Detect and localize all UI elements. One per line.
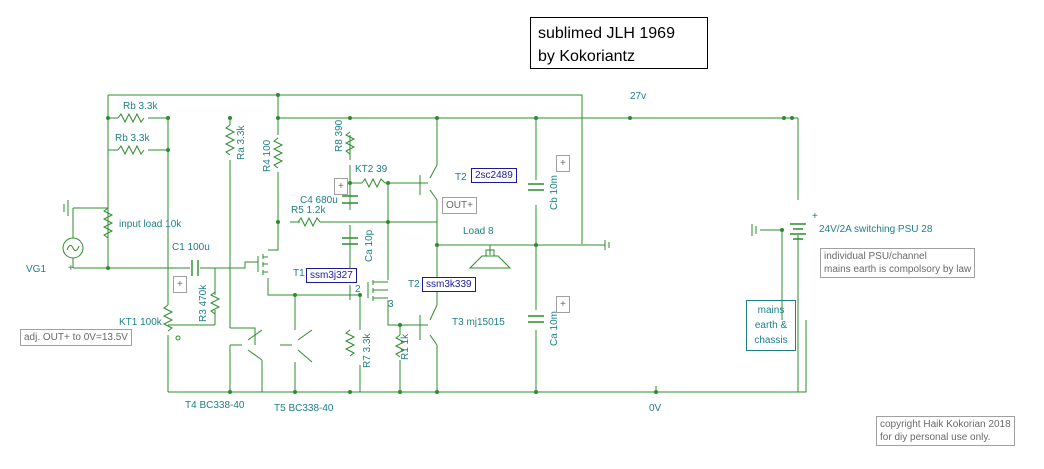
psu-note-line-1: individual PSU/channel — [824, 251, 927, 262]
vg1-plus-marker: + — [68, 263, 74, 274]
r3-label: R3 470k — [198, 284, 209, 322]
out-plus-tag: OUT+ — [442, 197, 477, 214]
cb-capacitor — [528, 183, 544, 191]
capacitors — [191, 183, 544, 323]
rail-27v-label: 27v — [630, 91, 646, 102]
input-load-resistor — [102, 207, 114, 239]
r7-resistor — [344, 329, 356, 357]
copyright-line-2: for diy personal use only. — [880, 432, 991, 443]
r1-label: R1 1k — [400, 333, 411, 360]
t1-mosfet — [257, 254, 268, 275]
mains-line-1: mains — [757, 305, 785, 316]
psu-label: 24V/2A switching PSU 28 — [819, 224, 933, 235]
cb-label: Cb 10m — [549, 175, 560, 210]
rb1-resistor — [117, 112, 145, 124]
mains-line-3: chassis — [754, 335, 788, 346]
t2-mosfet — [367, 280, 388, 301]
c1-label: C1 100u — [172, 242, 210, 253]
mains-line-2: earth & — [754, 320, 788, 331]
resistors — [102, 112, 406, 358]
r5-resistor — [297, 216, 321, 228]
vg1-source-icon — [62, 237, 84, 259]
ca10m-capacitor — [528, 315, 544, 323]
kt1-label: KT1 100k — [119, 317, 163, 328]
ca10m-label: Ca 10m — [549, 311, 560, 346]
input-ground-icon — [63, 200, 69, 216]
kt2-label: KT2 39 — [355, 164, 388, 175]
t2-top-label: T2 — [455, 172, 467, 183]
copyright-line-1: copyright Haik Kokorian 2018 — [880, 419, 1011, 430]
rb1-label: Rb 3.3k — [123, 101, 158, 112]
rb2-label: Rb 3.3k — [115, 133, 150, 144]
mosfets — [257, 254, 388, 301]
psu-note-line-2: mains earth is compolsory by law — [824, 264, 972, 275]
rail-0v-label: 0V — [649, 403, 662, 414]
r8-resistor — [344, 131, 356, 155]
c4-capacitor — [342, 195, 358, 204]
plus-box-cb: + — [556, 155, 570, 172]
wires — [72, 94, 807, 393]
kt1-wiper-icon — [175, 335, 181, 341]
plus-box-c4: + — [334, 178, 348, 195]
sources — [62, 200, 806, 341]
t1-label: T1 — [293, 268, 305, 279]
kt1-resistor — [162, 304, 174, 332]
t3-label: T3 mj15015 — [452, 317, 505, 328]
r4-label: R4 100 — [262, 139, 273, 172]
title-line-2: by Kokoriantz — [538, 48, 635, 65]
c1-capacitor — [191, 260, 199, 276]
psu-battery-icon — [790, 223, 806, 240]
mains-earth-box: mains earth & chassis — [746, 300, 796, 351]
input-load-label: input load 10k — [119, 219, 182, 230]
pin3-label: 3 — [388, 299, 394, 310]
kt2-resistor — [361, 177, 386, 189]
r4-resistor — [272, 137, 284, 169]
title-line-1: sublimed JLH 1969 — [538, 25, 675, 42]
plus-box-ca: + — [556, 296, 570, 313]
t1-part-tag: ssm3j327 — [306, 268, 357, 283]
psu-ground-icon — [751, 224, 757, 236]
ra-resistor — [224, 124, 236, 156]
t2-mid-label: T2 — [408, 279, 420, 290]
rb2-resistor — [117, 144, 145, 156]
adj-note: adj. OUT+ to 0V=13.5V — [20, 329, 132, 346]
load-speaker-icon — [468, 249, 512, 269]
r8-label: R8 390 — [334, 119, 345, 152]
ca10p-label: Ca 10p — [364, 229, 375, 262]
psu-plus-marker: + — [812, 211, 818, 222]
ra-label: Ra 3.3k — [236, 125, 247, 160]
t2-part-tag: ssm3k339 — [422, 277, 476, 292]
t2-top-part-tag: 2sc2489 — [471, 168, 517, 183]
r5-label: R5 1.2k — [291, 205, 326, 216]
r3-resistor — [209, 291, 221, 315]
r1-resistor — [394, 334, 406, 358]
pin2-label: 2 — [355, 284, 361, 295]
t4-label: T4 BC338-40 — [185, 400, 245, 411]
plus-box-c1: + — [173, 276, 187, 293]
out-ground-icon — [604, 240, 610, 250]
ca10p-capacitor — [342, 237, 358, 245]
labels: Rb 3.3k Rb 3.3k input load 10k C1 100u V… — [26, 91, 933, 414]
r7-label: R7 3.3k — [362, 333, 373, 368]
load-label: Load 8 — [463, 226, 494, 237]
c4-label: C4 680u — [300, 195, 338, 206]
t5-label: T5 BC338-40 — [274, 403, 334, 414]
title-box: sublimed JLH 1969 by Kokoriantz — [530, 17, 708, 69]
psu-note: individual PSU/channel mains earth is co… — [820, 248, 976, 278]
copyright-note: copyright Haik Kokorian 2018 for diy per… — [876, 416, 1015, 446]
junctions — [106, 93, 794, 394]
vg1-label: VG1 — [26, 264, 46, 275]
